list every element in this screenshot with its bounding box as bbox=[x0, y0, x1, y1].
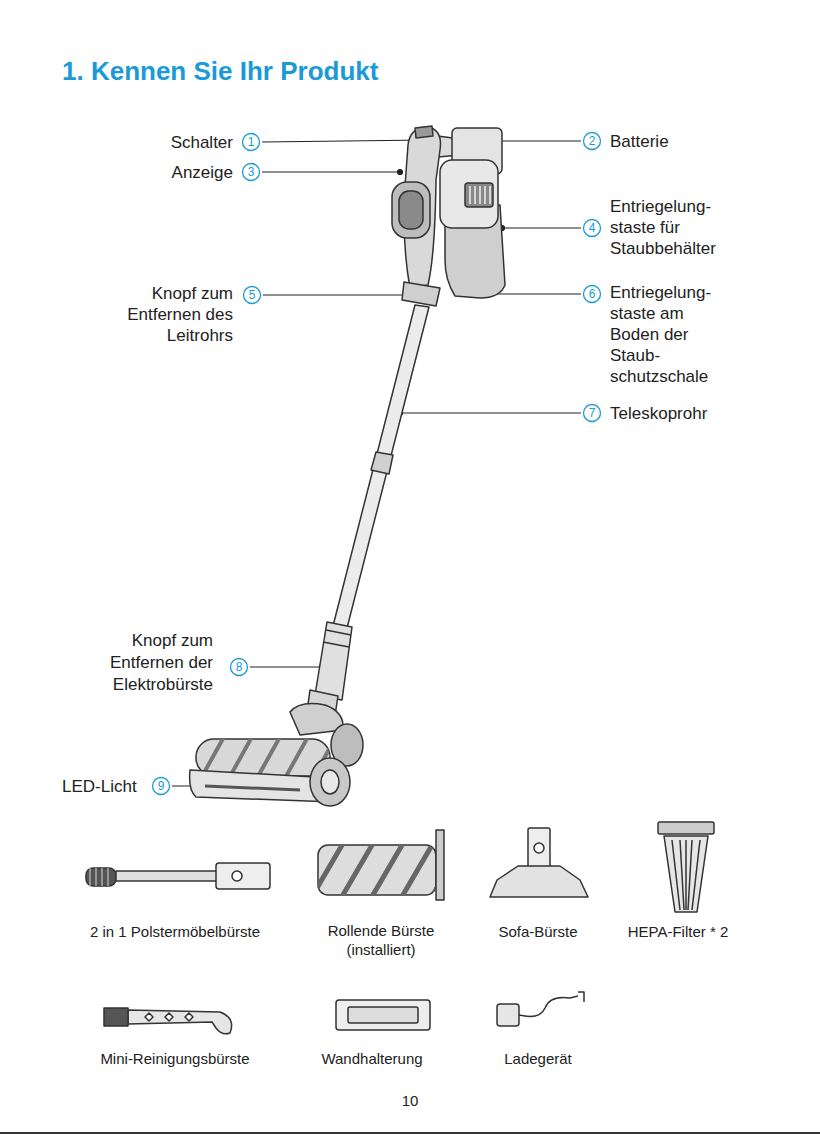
filter-rim bbox=[658, 822, 714, 834]
part-label: Entriegelung- staste für Staubbehälter bbox=[610, 196, 760, 259]
vent bbox=[465, 183, 493, 207]
accessory-label: Mini-Reinigungsbürste bbox=[70, 1049, 280, 1068]
callout-circle: 8 bbox=[229, 657, 249, 677]
accessory-label: Wandhalterung bbox=[297, 1049, 447, 1068]
sofa-brush bbox=[490, 866, 588, 897]
page-rule bbox=[0, 1132, 820, 1134]
sleeve-band bbox=[323, 630, 351, 647]
callout-number: 8 bbox=[229, 657, 249, 677]
display-panel bbox=[392, 182, 430, 238]
roller-stripes bbox=[318, 845, 436, 895]
telescopic-tube bbox=[333, 305, 429, 628]
wall-mount bbox=[336, 1000, 430, 1030]
motor-housing bbox=[440, 160, 498, 228]
callout-circle: 5 bbox=[242, 285, 262, 305]
callout-number: 9 bbox=[151, 776, 171, 796]
charger-plug bbox=[497, 1004, 519, 1026]
connector-hole bbox=[232, 871, 242, 881]
leader-line bbox=[262, 171, 400, 172]
hepa-filter bbox=[664, 836, 708, 912]
page-title: 1. Kennen Sie Ihr Produkt bbox=[62, 56, 378, 87]
power-switch bbox=[415, 126, 433, 138]
part-label: Anzeige bbox=[123, 162, 233, 183]
mount-slot bbox=[348, 1007, 418, 1023]
leader-line bbox=[263, 294, 413, 295]
leader-line bbox=[250, 666, 322, 667]
leader-dot bbox=[398, 170, 403, 175]
mini-brush bbox=[128, 1010, 232, 1034]
part-label: Entriegelung- staste am Boden der Staub-… bbox=[610, 282, 735, 387]
accessory-label: Rollende Bürste (installiert) bbox=[311, 921, 451, 959]
callout-number: 1 bbox=[241, 132, 261, 152]
callout-circle: 7 bbox=[582, 403, 602, 423]
wheel bbox=[310, 758, 350, 806]
tube-collar bbox=[402, 282, 440, 306]
mini-bristles bbox=[104, 1008, 128, 1026]
part-label: Knopf zum Entfernen der Elektrobürste bbox=[83, 630, 213, 696]
brush-connector bbox=[216, 863, 270, 889]
accessory-label: HEPA-Filter * 2 bbox=[603, 922, 753, 941]
callout-circle: 3 bbox=[241, 162, 261, 182]
tube-joint bbox=[371, 452, 393, 474]
accessory-label: 2 in 1 Polstermöbelbürste bbox=[60, 922, 290, 941]
charger-tip bbox=[578, 992, 584, 1002]
lower-sleeve bbox=[315, 622, 352, 700]
bristle-head bbox=[86, 868, 116, 886]
part-label: Knopf zum Entfernen des Leitrohrs bbox=[98, 283, 233, 346]
callout-circle: 9 bbox=[151, 776, 171, 796]
part-label: Schalter bbox=[123, 132, 233, 153]
callout-circle: 1 bbox=[241, 132, 261, 152]
roller-stripes bbox=[200, 739, 330, 776]
page-number: 10 bbox=[390, 1091, 430, 1110]
charger-cord bbox=[519, 996, 578, 1016]
part-label: Teleskoprohr bbox=[610, 403, 760, 424]
callout-circle: 4 bbox=[582, 218, 602, 238]
leader-line bbox=[502, 227, 581, 228]
connector-hole bbox=[534, 843, 544, 853]
part-label: LED-Licht bbox=[62, 776, 162, 797]
callout-number: 2 bbox=[582, 131, 602, 151]
accessory-label: Sofa-Bürste bbox=[478, 922, 598, 941]
bristles bbox=[90, 868, 108, 886]
wheel-hub bbox=[321, 770, 339, 794]
callout-number: 6 bbox=[582, 284, 602, 304]
accessory-label: Ladegerät bbox=[478, 1049, 598, 1068]
leader-line bbox=[262, 140, 427, 142]
brush-stick bbox=[116, 871, 218, 881]
leader-line bbox=[400, 412, 581, 413]
callout-number: 5 bbox=[242, 285, 262, 305]
callout-number: 7 bbox=[582, 403, 602, 423]
roller-endplate bbox=[436, 830, 444, 900]
callout-number: 4 bbox=[582, 218, 602, 238]
mini-brush-holes bbox=[145, 1013, 193, 1021]
callout-circle: 2 bbox=[582, 131, 602, 151]
vent-slots bbox=[470, 186, 490, 204]
callout-number: 3 bbox=[241, 162, 261, 182]
part-label: Batterie bbox=[610, 131, 760, 152]
led-strip bbox=[205, 786, 300, 790]
display bbox=[399, 191, 423, 229]
callout-circle: 6 bbox=[582, 284, 602, 304]
sofa-connector bbox=[528, 828, 550, 868]
filter-pleats bbox=[672, 840, 700, 910]
